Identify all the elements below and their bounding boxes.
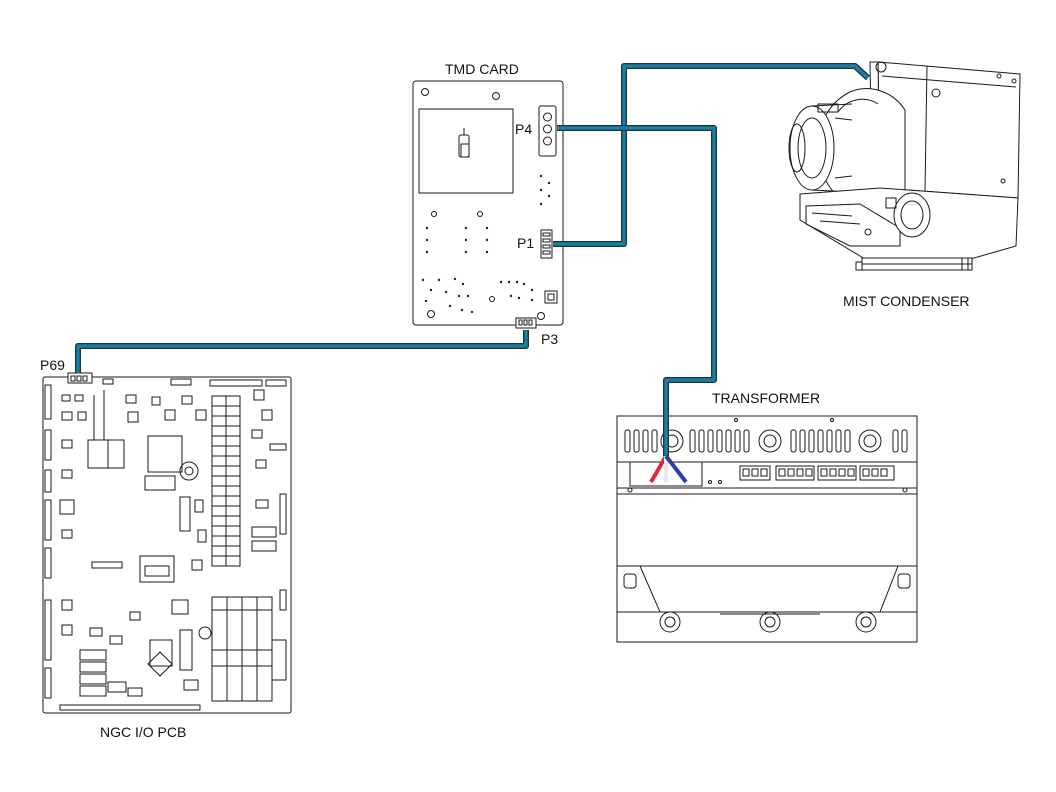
tmd-p1-connector [540,229,553,259]
p69-label: P69 [40,357,65,373]
tmd-component-dots [421,174,551,314]
p3-label: P3 [541,331,558,347]
tmd-card: TMD CARD P4 P1 [412,61,564,347]
transformer-body [616,487,918,643]
cable-p69-p3 [76,330,528,373]
pcb-relay-bank [211,395,241,567]
ngc-io-pcb-board [42,376,292,714]
transformer-top-plate [616,415,918,463]
cables [75,63,871,484]
cable-p4-transformer [557,126,716,456]
transformer-label: TRANSFORMER [712,390,820,406]
pcb-p69-connector [67,372,93,384]
cable-p1-condenser [553,64,870,246]
tmd-p3-connector [515,317,537,329]
tmd-module [418,108,514,194]
cable-p69-p3-outline [75,330,529,373]
cable-p4-transformer-outline [557,125,717,456]
p1-label: P1 [517,235,534,251]
transformer-slots [624,429,908,453]
transformer: TRANSFORMER [616,390,918,643]
mist-condenser-label: MIST CONDENSER [843,293,970,309]
tmd-p4-connector [538,105,557,157]
ngc-io-pcb-label: NGC I/O PCB [100,724,186,740]
tmd-card-board [412,80,564,326]
tmd-card-label: TMD CARD [445,61,519,77]
condenser-motor [789,105,835,191]
pcb-small-components [59,389,273,691]
wire-blue [664,454,688,484]
transformer-feet [659,611,877,633]
mist-condenser: MIST CONDENSER [788,61,1021,309]
transformer-terminals [708,465,895,484]
wire-red [649,455,668,483]
ngc-io-pcb: P69 [40,357,292,740]
transformer-bolts [660,418,882,453]
condenser-outlet [893,192,931,238]
p4-label: P4 [515,121,532,137]
pcb-power-block [211,596,273,702]
